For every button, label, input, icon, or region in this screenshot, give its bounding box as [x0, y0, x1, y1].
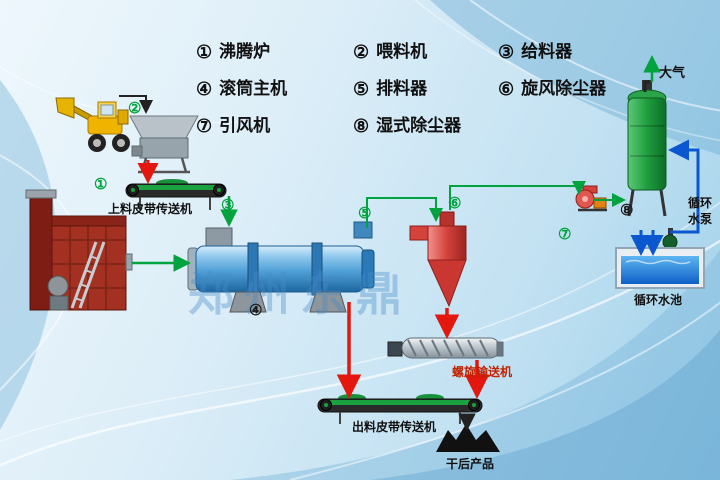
legend-item-1: ① 沸腾炉 [196, 40, 353, 64]
label-circulating-pool: 循环水池 [634, 293, 683, 307]
screw-conveyor-machine [387, 337, 504, 359]
legend-number: ⑧ [353, 116, 370, 136]
marker-8-wet-collector: ⑧ [620, 202, 634, 219]
arrow-loader-to-feeder [119, 95, 153, 114]
legend-label: 旋风除尘器 [521, 79, 607, 98]
label-discharge-conveyor: 出料皮带传送机 [352, 420, 437, 434]
legend-number: ② [353, 42, 370, 62]
legend-number: ⑦ [196, 116, 213, 136]
legend-item-4: ④ 滚筒主机 [196, 77, 353, 101]
wet-dust-collector [627, 80, 667, 217]
legend-number: ④ [196, 79, 213, 99]
legend-item-3: ③ 给料器 [498, 40, 698, 64]
marker-4-drum: ④ [249, 302, 263, 319]
feeding-machine [129, 115, 199, 174]
wheel-loader [55, 97, 130, 152]
legend-number: ⑤ [353, 79, 370, 99]
label-circulating-pump: 循环水泵 [688, 196, 713, 226]
fluidized-furnace [25, 189, 133, 311]
discharge-belt-conveyor [317, 394, 483, 424]
legend-item-6: ⑥ 旋风除尘器 [498, 77, 698, 101]
cyclone-dust-collector [409, 211, 467, 308]
label-atmosphere: 大气 [659, 65, 686, 80]
marker-7-fan: ⑦ [558, 226, 572, 243]
feed-belt-conveyor [125, 179, 227, 210]
legend-label: 给料器 [521, 42, 573, 61]
label-dried-product: 干后产品 [446, 457, 495, 471]
legend-number: ⑥ [498, 79, 515, 99]
legend-item-8: ⑧ 湿式除尘器 [353, 114, 498, 138]
marker-1-furnace: ① [94, 176, 108, 193]
marker-6-cyclone: ⑥ [448, 195, 462, 212]
legend-number: ① [196, 42, 213, 62]
legend-label: 沸腾炉 [219, 42, 271, 61]
legend-number: ③ [498, 42, 515, 62]
draft-fan [575, 185, 607, 212]
marker-5-discharger: ⑤ [358, 205, 372, 222]
legend-label: 湿式除尘器 [376, 116, 462, 135]
label-screw-conveyor: 螺旋输送机 [452, 365, 513, 379]
pipe-dome-elbow [643, 80, 650, 92]
legend-item-2: ② 喂料机 [353, 40, 498, 64]
legend-label: 滚筒主机 [219, 79, 288, 98]
legend-item-5: ⑤ 排料器 [353, 77, 498, 101]
legend-label: 引风机 [219, 116, 271, 135]
pipe-pump-to-scrubber [668, 139, 700, 234]
legend-item-7: ⑦ 引风机 [196, 114, 353, 138]
water-pool [615, 247, 705, 289]
watermark: 郑州东鼎 [188, 268, 412, 320]
label-feed-conveyor: 上料皮带传送机 [108, 202, 193, 216]
legend-label: 喂料机 [376, 42, 428, 61]
marker-3-feed-device: ③ [221, 197, 235, 214]
rotary-drum [187, 221, 375, 313]
product-pile [436, 424, 500, 452]
marker-2-feeder: ② [128, 100, 142, 117]
duct-cyclone-to-fan [449, 181, 586, 210]
legend-label: 排料器 [376, 79, 428, 98]
duct-drum-to-cyclone [366, 197, 443, 228]
